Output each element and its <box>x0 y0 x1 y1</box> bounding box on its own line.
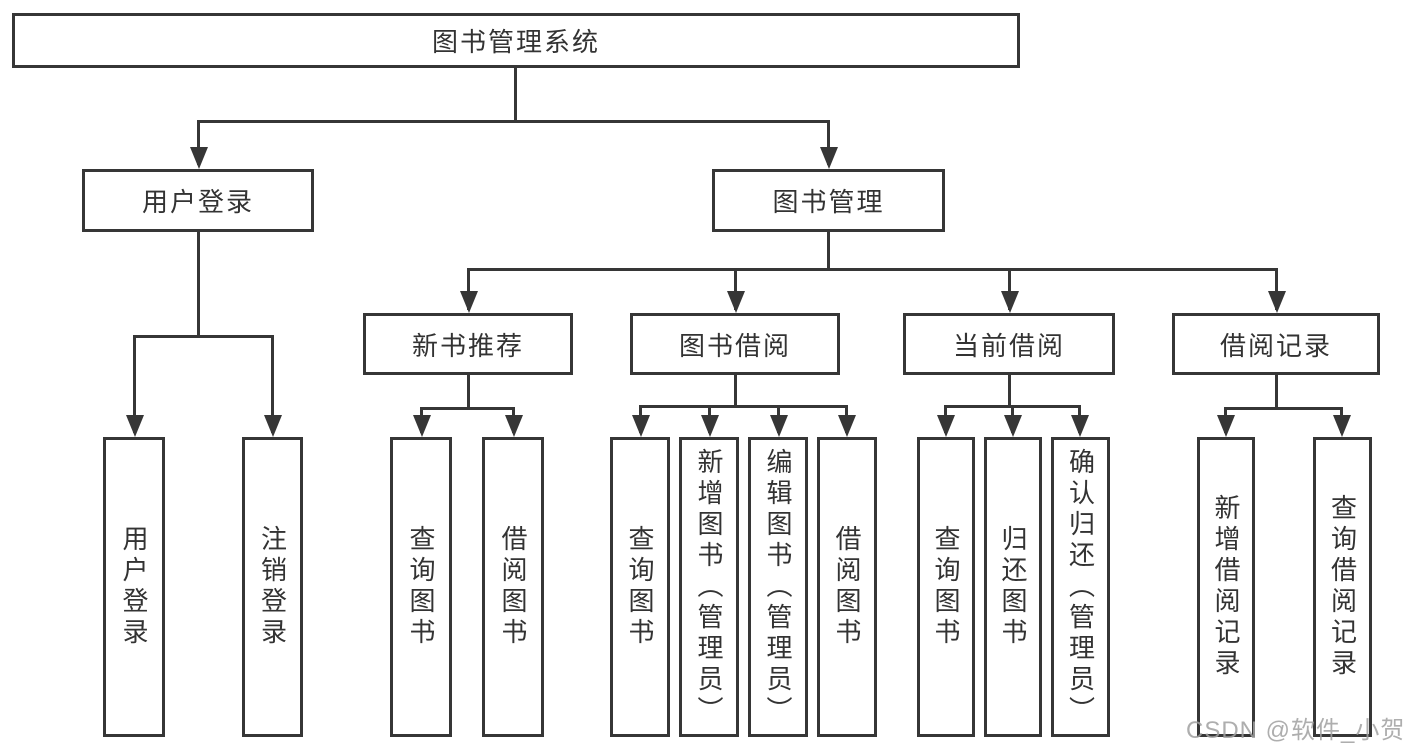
leaf-borrow-books-recommend-label: 借阅图书 <box>498 525 528 649</box>
leaf-add-borrow-record-label: 新增借阅记录 <box>1211 494 1241 680</box>
arrowhead-query-borrowing <box>632 415 650 437</box>
connector-recommend-stub <box>467 375 470 407</box>
node-root-label: 图书管理系统 <box>431 27 600 57</box>
connector-recommend-rail <box>420 407 514 410</box>
connector-level2-rail <box>197 120 830 123</box>
node-new-book-recommend-label: 新书推荐 <box>411 330 524 361</box>
arrowhead-edit-books <box>770 415 788 437</box>
leaf-borrow-books-borrowing-label: 借阅图书 <box>832 525 862 649</box>
leaf-query-books-borrowing-label: 查询图书 <box>625 525 655 649</box>
connector-borrowing-rail <box>639 405 848 408</box>
arrowhead-leaf-logout <box>264 415 282 437</box>
connector-borrowing-stub <box>734 375 737 405</box>
arrowhead-add-record <box>1217 415 1235 437</box>
watermark: CSDN @软件_小贺同学 <box>1186 717 1405 744</box>
arrowhead-user-login <box>190 147 208 169</box>
connector-drop-leaf-user-login <box>133 335 136 433</box>
leaf-borrow-books-borrowing: 借阅图书 <box>817 437 877 737</box>
leaf-query-books-borrowing: 查询图书 <box>610 437 670 737</box>
leaf-add-books-admin-label: 新增图书（管理员） <box>694 447 724 727</box>
leaf-borrow-books-recommend: 借阅图书 <box>482 437 544 737</box>
arrowhead-borrowing-records <box>1268 291 1286 313</box>
leaf-return-books-label: 归还图书 <box>998 525 1028 649</box>
leaf-query-borrow-record: 查询借阅记录 <box>1313 437 1372 737</box>
leaf-query-books-recommend-label: 查询图书 <box>406 525 436 649</box>
node-root: 图书管理系统 <box>12 13 1020 68</box>
node-book-management-branch: 图书管理 <box>712 169 945 232</box>
node-current-borrowing: 当前借阅 <box>903 313 1115 375</box>
connector-book-management-stub <box>827 232 830 268</box>
leaf-edit-books-admin-label: 编辑图书（管理员） <box>763 447 793 727</box>
leaf-query-books-recommend: 查询图书 <box>390 437 452 737</box>
arrowhead-current-borrowing <box>1001 291 1019 313</box>
leaf-logout-label: 注销登录 <box>257 525 288 649</box>
leaf-confirm-return-admin-label: 确认归还（管理员） <box>1065 447 1096 727</box>
node-user-login-branch-label: 用户登录 <box>141 187 254 217</box>
arrowhead-add-books <box>701 415 719 437</box>
leaf-return-books: 归还图书 <box>984 437 1042 737</box>
node-book-management-branch-label: 图书管理 <box>772 187 885 217</box>
arrowhead-query-recommend <box>413 415 431 437</box>
node-current-borrowing-label: 当前借阅 <box>952 330 1065 361</box>
arrowhead-borrow-recommend <box>505 415 523 437</box>
arrowhead-query-record <box>1333 415 1351 437</box>
leaf-query-books-current-label: 查询图书 <box>931 525 961 649</box>
connector-current-stub <box>1008 375 1011 405</box>
connector-records-stub <box>1275 375 1278 407</box>
connector-user-login-stub <box>197 232 200 335</box>
leaf-user-login-label: 用户登录 <box>119 525 149 649</box>
leaf-add-borrow-record: 新增借阅记录 <box>1197 437 1255 737</box>
arrowhead-new-book-recommend <box>460 291 478 313</box>
connector-records-rail <box>1224 407 1342 410</box>
leaf-add-books-admin: 新增图书（管理员） <box>679 437 739 737</box>
connector-drop-user-login <box>197 120 200 165</box>
connector-level3-rail <box>467 268 1278 271</box>
node-user-login-branch: 用户登录 <box>82 169 314 232</box>
arrowhead-query-current <box>937 415 955 437</box>
leaf-query-borrow-record-label: 查询借阅记录 <box>1327 494 1358 680</box>
node-book-borrowing: 图书借阅 <box>630 313 840 375</box>
node-new-book-recommend: 新书推荐 <box>363 313 573 375</box>
connector-drop-current-borrowing <box>1008 268 1011 310</box>
connector-drop-leaf-logout <box>271 335 274 433</box>
leaf-edit-books-admin: 编辑图书（管理员） <box>748 437 808 737</box>
connector-drop-book-management <box>827 120 830 165</box>
arrowhead-confirm-return <box>1071 415 1089 437</box>
connector-root-stub <box>514 68 517 120</box>
arrowhead-book-management <box>820 147 838 169</box>
arrowhead-leaf-user-login <box>126 415 144 437</box>
arrowhead-borrow-books <box>838 415 856 437</box>
node-borrowing-records-label: 借阅记录 <box>1219 330 1332 361</box>
leaf-user-login: 用户登录 <box>103 437 165 737</box>
leaf-logout: 注销登录 <box>242 437 303 737</box>
node-book-borrowing-label: 图书借阅 <box>678 330 791 361</box>
connector-drop-new-book-recommend <box>467 268 470 310</box>
connector-drop-borrowing-records <box>1275 268 1278 310</box>
arrowhead-return-books <box>1004 415 1022 437</box>
node-borrowing-records: 借阅记录 <box>1172 313 1380 375</box>
connector-user-login-rail <box>133 335 274 338</box>
leaf-query-books-current: 查询图书 <box>917 437 975 737</box>
leaf-confirm-return-admin: 确认归还（管理员） <box>1051 437 1110 737</box>
connector-drop-book-borrowing <box>734 268 737 310</box>
arrowhead-book-borrowing <box>727 291 745 313</box>
